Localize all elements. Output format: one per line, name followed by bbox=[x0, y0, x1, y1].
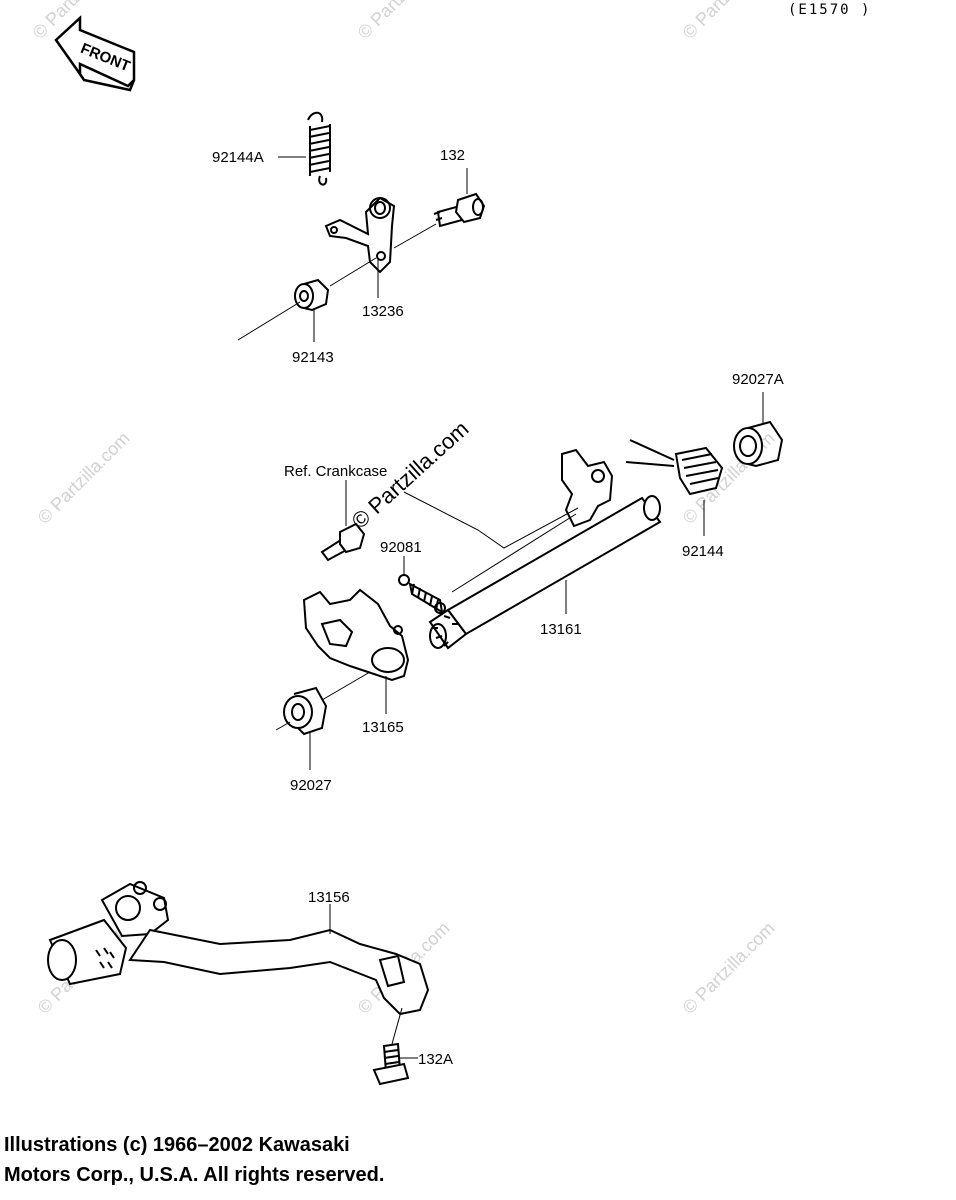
watermark-text: © Partzilla.com bbox=[679, 0, 779, 43]
watermarks: © Partzilla.com © Partzilla.com © Partzi… bbox=[29, 0, 779, 1018]
collar-92027A-icon bbox=[733, 420, 784, 468]
collar-92027-icon bbox=[283, 686, 328, 736]
spring-92081-icon bbox=[398, 574, 446, 614]
part-label-13236: 13236 bbox=[362, 303, 404, 320]
part-label-92144A: 92144A bbox=[212, 149, 264, 166]
shift-arm-icon bbox=[561, 448, 614, 528]
spring-92144-icon bbox=[625, 439, 724, 496]
watermark-text: © Partzilla.com bbox=[679, 918, 779, 1018]
part-labels: 92144A 132 13236 92143 92027A Ref. Crank… bbox=[212, 147, 784, 1068]
lever-13236-icon bbox=[324, 196, 396, 274]
part-label-92027: 92027 bbox=[290, 777, 332, 794]
part-label-13165: 13165 bbox=[362, 719, 404, 736]
part-label-13156: 13156 bbox=[308, 889, 350, 906]
part-label-92144: 92144 bbox=[682, 543, 724, 560]
part-label-132A: 132A bbox=[418, 1051, 453, 1068]
part-label-92081: 92081 bbox=[380, 539, 422, 556]
copyright-footer: Illustrations (c) 1966–2002 Kawasaki Mot… bbox=[4, 1130, 384, 1190]
spring-92144A-icon bbox=[307, 111, 331, 186]
bolt-crankcase-icon bbox=[320, 522, 366, 562]
diagram-code: (E1570 ) bbox=[788, 2, 871, 18]
part-label-ref-crankcase: Ref. Crankcase bbox=[284, 463, 387, 480]
front-arrow-icon: FRONT bbox=[54, 15, 136, 92]
upper-assembly bbox=[237, 111, 486, 342]
bolt-132-icon bbox=[433, 192, 486, 228]
part-label-132: 132 bbox=[440, 147, 465, 164]
plate-13165-icon bbox=[302, 588, 410, 682]
part-label-92027A: 92027A bbox=[732, 371, 784, 388]
collar-92143-icon bbox=[294, 278, 330, 312]
watermark-text: © Partzilla.com bbox=[354, 0, 454, 43]
bolt-132A-icon bbox=[372, 1042, 410, 1086]
part-label-13161: 13161 bbox=[540, 621, 582, 638]
shaft-13161-icon bbox=[428, 495, 662, 650]
parts-diagram: © Partzilla.com © Partzilla.com © Partzi… bbox=[29, 0, 871, 1086]
watermark-text: © Partzilla.com bbox=[34, 428, 134, 528]
shift-pedal-13156-icon bbox=[47, 881, 430, 1016]
middle-assembly bbox=[275, 392, 784, 770]
copyright-line-2: Motors Corp., U.S.A. All rights reserved… bbox=[4, 1164, 385, 1186]
copyright-line-1: Illustrations (c) 1966–2002 Kawasaki bbox=[4, 1134, 350, 1156]
part-label-92143: 92143 bbox=[292, 349, 334, 366]
